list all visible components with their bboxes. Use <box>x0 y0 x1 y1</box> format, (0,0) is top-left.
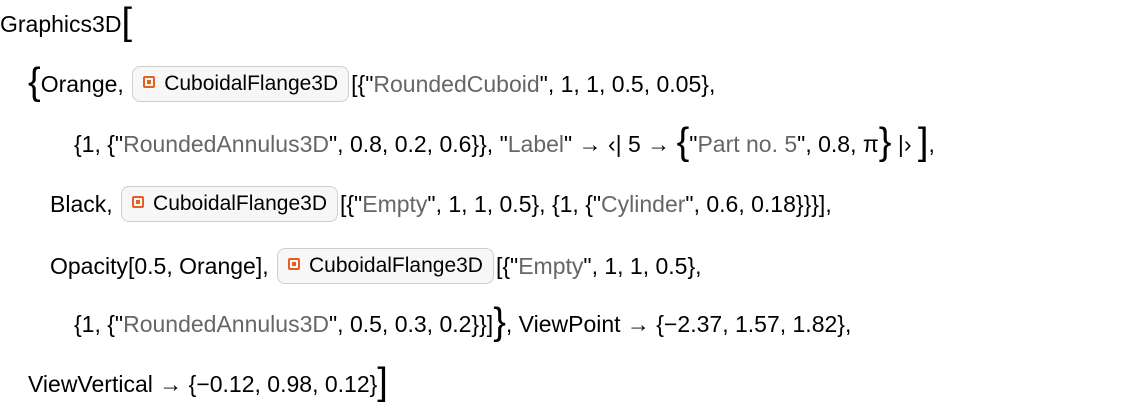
code-line-3: {1, {"RoundedAnnulus3D", 0.8, 0.2, 0.6}}… <box>74 122 935 162</box>
code-text: |› <box>891 130 918 157</box>
resource-function-button[interactable]: CuboidalFlange3D <box>277 247 494 284</box>
code-text: ", 0.5, 0.3, 0.2}}] <box>329 310 494 337</box>
code-text: ", 0.8, π <box>797 130 879 157</box>
code-text: Orange, <box>40 70 131 97</box>
resource-function-icon <box>288 258 301 271</box>
open-brace: { <box>676 120 690 163</box>
resource-function-icon <box>143 76 156 89</box>
string-literal: Part no. 5 <box>697 130 798 157</box>
code-line-6: {1, {"RoundedAnnulus3D", 0.5, 0.3, 0.2}}… <box>74 302 851 342</box>
close-brace: } <box>878 120 892 163</box>
code-text: ", 0.8, 0.2, 0.6}}, " <box>329 130 508 157</box>
code-text: ", 1, 1, 0.5, 0.05}, <box>539 70 716 97</box>
code-line-1: Graphics3D[ <box>0 2 132 42</box>
code-text: " → ‹| 5 → <box>564 130 677 157</box>
code-text: ", 1, 1, 0.5}, {1, {" <box>427 190 602 217</box>
string-literal: RoundedAnnulus3D <box>123 310 329 337</box>
string-literal: Label <box>507 130 565 157</box>
resource-function-label: CuboidalFlange3D <box>309 253 483 277</box>
code-text: , ViewPoint → {−2.37, 1.57, 1.82}, <box>505 310 852 337</box>
graphics3d-head: Graphics3D <box>0 10 122 37</box>
code-text: Opacity[0.5, Orange], <box>50 252 276 279</box>
code-text: {1, {" <box>74 130 124 157</box>
close-bracket: ] <box>917 120 929 163</box>
string-literal: RoundedAnnulus3D <box>123 130 329 157</box>
resource-function-button[interactable]: CuboidalFlange3D <box>132 65 350 102</box>
string-literal: RoundedCuboid <box>373 70 540 97</box>
code-line-5: Opacity[0.5, Orange], CuboidalFlange3D [{… <box>50 244 702 284</box>
code-line-7: ViewVertical → {−0.12, 0.98, 0.12}] <box>28 362 388 402</box>
code-text: ", 0.6, 0.18}}}], <box>685 190 832 217</box>
resource-function-label: CuboidalFlange3D <box>153 191 327 215</box>
code-text: ", 1, 1, 0.5}, <box>583 252 702 279</box>
code-text: [{" <box>339 190 363 217</box>
code-text: , <box>928 130 935 157</box>
close-brace: } <box>493 300 506 343</box>
code-text: ViewVertical → {−0.12, 0.98, 0.12} <box>28 370 378 397</box>
code-line-2: {Orange, CuboidalFlange3D [{"RoundedCuboi… <box>28 62 715 102</box>
code-text: [{" <box>495 252 519 279</box>
resource-function-label: CuboidalFlange3D <box>164 71 339 95</box>
code-text: [{" <box>351 70 374 97</box>
code-line-4: Black, CuboidalFlange3D [{"Empty", 1, 1, … <box>50 182 832 222</box>
code-text: Black, <box>50 190 120 217</box>
string-literal: Empty <box>518 252 584 279</box>
string-literal: Empty <box>362 190 428 217</box>
code-text: " <box>689 130 698 157</box>
close-bracket: ] <box>377 360 388 403</box>
open-bracket: [ <box>121 0 132 43</box>
resource-function-button[interactable]: CuboidalFlange3D <box>121 185 338 222</box>
code-text: {1, {" <box>74 310 124 337</box>
resource-function-icon <box>132 196 145 209</box>
string-literal: Cylinder <box>601 190 686 217</box>
open-brace: { <box>28 60 41 103</box>
